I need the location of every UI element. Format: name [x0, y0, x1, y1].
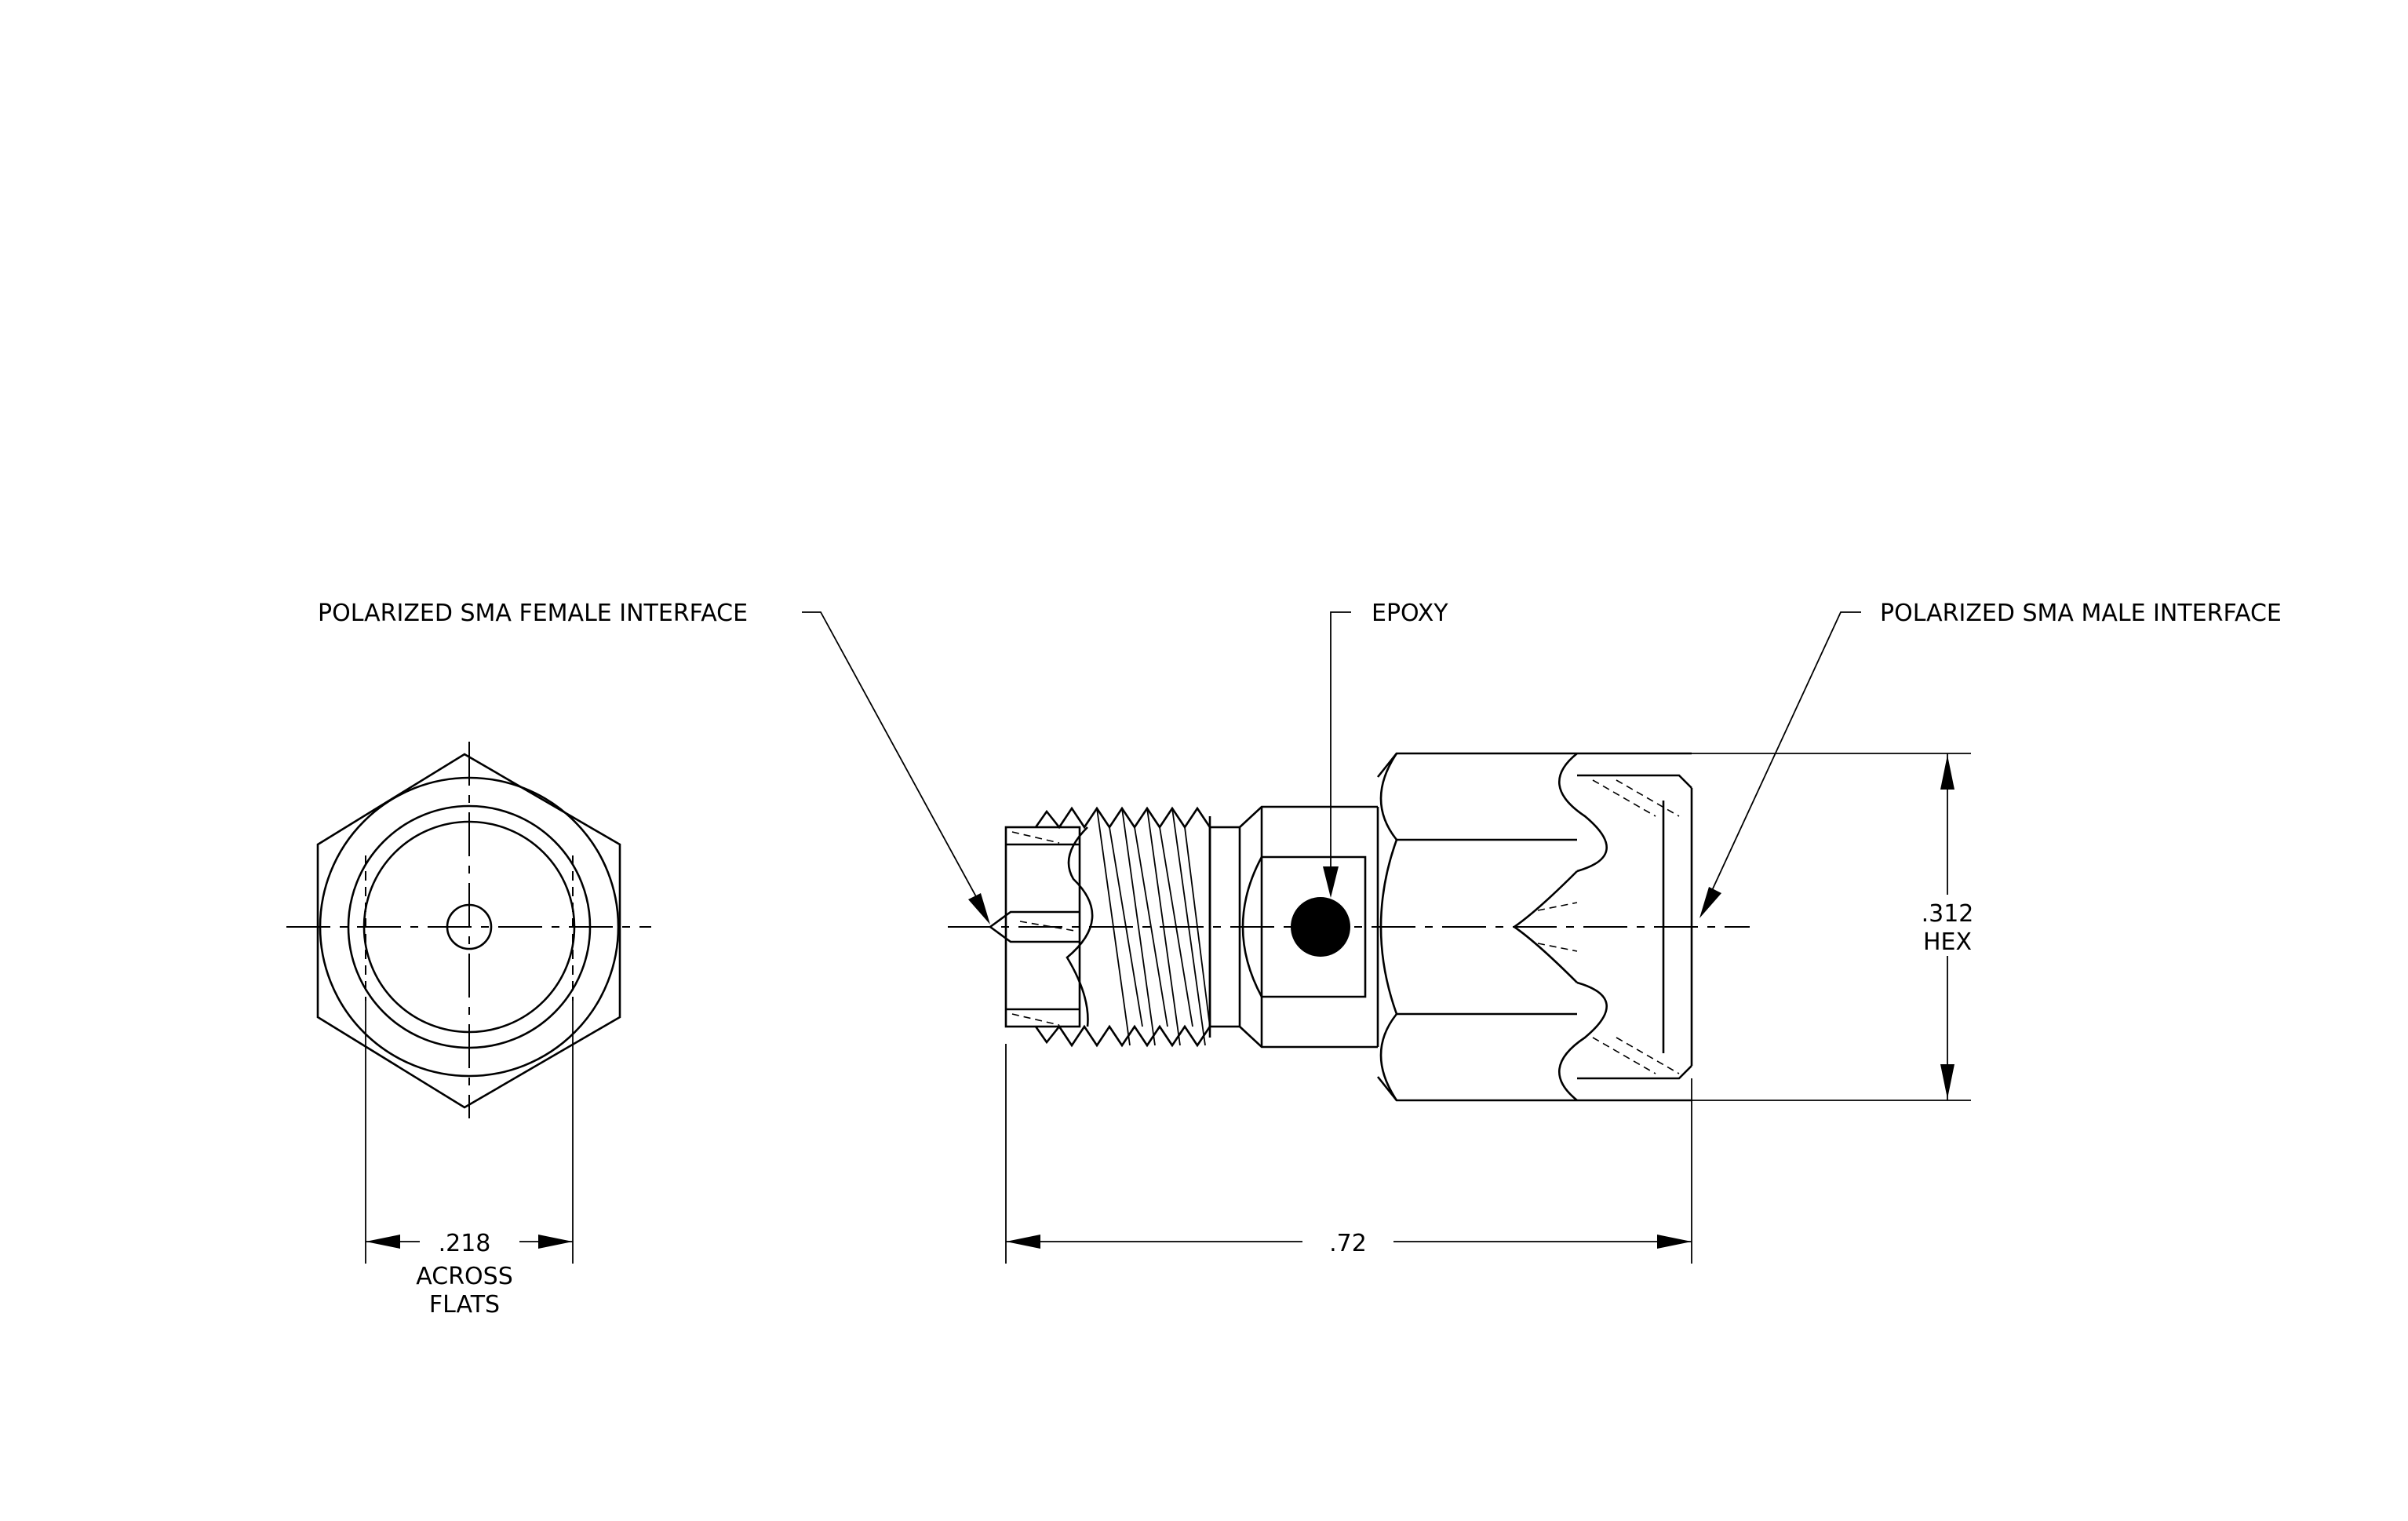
- epoxy-port-outline: [1241, 855, 1367, 998]
- hex-outline: [316, 753, 621, 1109]
- male-interface-leader: [1703, 611, 1861, 908]
- body-taper-bottom: [1239, 1026, 1378, 1049]
- female-socket-bottom: [989, 925, 1080, 943]
- epoxy-leader: [1330, 611, 1351, 884]
- neck-groove: [1208, 826, 1241, 1028]
- female-interface-leader: [802, 611, 988, 917]
- coupling-outline-bottom: [1577, 1065, 1692, 1080]
- hex-arrow-top: [1940, 755, 1954, 790]
- across-flats-line1: ACROSS: [416, 1263, 513, 1290]
- across-flats-value: .218: [439, 1230, 491, 1257]
- hex-nut-left-curve: [1379, 753, 1398, 1101]
- female-interface-label: POLARIZED SMA FEMALE INTERFACE: [318, 600, 748, 627]
- break-line-top: [1557, 752, 1608, 873]
- hex-nut-outline-top: [1376, 752, 1577, 778]
- hatch-a1: [1011, 831, 1060, 844]
- epoxy-arrowhead: [1323, 866, 1339, 898]
- female-socket-top: [989, 910, 1080, 928]
- length-arrow-left: [1006, 1235, 1040, 1249]
- hex-nut-outline-bottom: [1376, 1076, 1577, 1102]
- arrow-right: [538, 1235, 573, 1249]
- female-interface-arrowhead: [968, 893, 990, 925]
- hex-dimension: .312 HEX: [1577, 753, 1974, 1101]
- thread-break-curve: [1066, 826, 1094, 1027]
- across-flats-line2: FLATS: [429, 1291, 500, 1319]
- coupling-outline-top: [1577, 774, 1692, 789]
- epoxy-label: EPOXY: [1372, 600, 1448, 627]
- female-nose-body: [1004, 826, 1081, 1028]
- body-taper-top: [1239, 805, 1378, 828]
- hatch-a3: [1019, 921, 1076, 932]
- break-line-bottom: [1557, 981, 1608, 1102]
- thread-flanks: [1096, 808, 1211, 1046]
- callouts: POLARIZED SMA FEMALE INTERFACE EPOXY POL…: [318, 600, 2282, 925]
- hex-label: HEX: [1923, 928, 1972, 956]
- arrow-left: [366, 1235, 400, 1249]
- coupling-hatch: [1537, 779, 1680, 1074]
- length-value: .72: [1329, 1230, 1367, 1257]
- epoxy-dot: [1291, 897, 1350, 957]
- male-interface-arrowhead: [1699, 887, 1721, 918]
- length-arrow-right: [1657, 1235, 1692, 1249]
- end-view: .218 ACROSS FLATS: [286, 742, 651, 1319]
- hatch-a2: [1011, 1013, 1060, 1026]
- male-pin-cone: [1512, 870, 1578, 983]
- thread-crest-bottom: [1034, 1024, 1211, 1048]
- side-view: [948, 752, 1750, 1102]
- length-dimension: .72: [1005, 1044, 1692, 1264]
- hex-arrow-bottom: [1940, 1064, 1954, 1099]
- male-interface-label: POLARIZED SMA MALE INTERFACE: [1880, 600, 2282, 627]
- hex-value: .312: [1922, 900, 1974, 928]
